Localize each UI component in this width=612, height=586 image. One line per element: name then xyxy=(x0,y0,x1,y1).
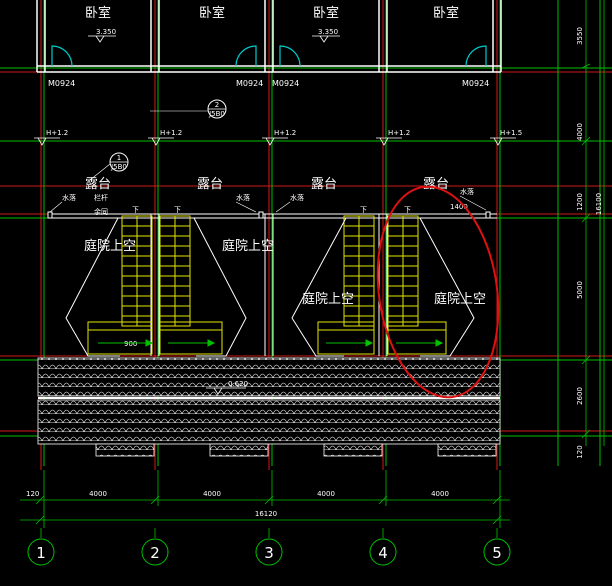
roof-tiles-lower xyxy=(37,399,501,445)
rail-label: 栏杆 xyxy=(94,193,108,202)
top-level-2: 3.350 xyxy=(318,28,338,36)
stairs xyxy=(87,215,447,355)
courtyard-void-label-1: 庭院上空 xyxy=(84,238,136,254)
section-mark-1-ref: J5B0 xyxy=(110,163,127,171)
bottom-dim-1: 120 xyxy=(26,490,39,498)
terrace-label-2: 露台 xyxy=(197,177,223,192)
elevation-mark-5: H+1.5 xyxy=(500,129,522,137)
right-dim-4: 5000 xyxy=(576,281,584,299)
right-dimension-chain xyxy=(581,0,605,446)
right-dim-5: 2600 xyxy=(576,387,584,405)
axis-label-5: 5 xyxy=(492,544,502,562)
down-mark-3: 下 xyxy=(360,206,367,214)
drain-label-2: 水落 xyxy=(236,193,250,202)
elevation-mark-1: H+1.2 xyxy=(46,129,68,137)
courtyard-void-label-3: 庭院上空 xyxy=(302,291,354,307)
drain-label-1: 水落 xyxy=(62,193,76,202)
terrace-walls xyxy=(47,211,497,356)
door-tag-3: M0924 xyxy=(272,79,299,88)
section-mark-2: 2 J5B0 xyxy=(150,99,227,119)
terrace-label-1: 露台 xyxy=(85,177,111,192)
door-tag-2: M0924 xyxy=(236,79,263,88)
right-dim-2: 4000 xyxy=(576,123,584,141)
bottom-dim-2: 4000 xyxy=(89,490,107,498)
green-arrows xyxy=(98,339,444,347)
door-tag-1: M0924 xyxy=(48,79,75,88)
highlight-ellipse xyxy=(376,185,500,399)
elevation-mark-3: H+1.2 xyxy=(274,129,296,137)
door-swings xyxy=(51,45,487,67)
right-dim-total: 16100 xyxy=(595,193,603,215)
small-dim-label: 1400 xyxy=(450,203,468,211)
section-mark-2-number: 2 xyxy=(215,101,219,109)
roof-level-mark xyxy=(206,387,246,395)
drain-label-4: 水落 xyxy=(460,187,474,196)
bottom-dimension-chain xyxy=(20,470,510,528)
axis-label-2: 2 xyxy=(150,544,160,562)
room-label-bedroom-4: 卧室 xyxy=(433,5,459,21)
section-mark-1-number: 1 xyxy=(117,154,121,162)
down-mark-1: 下 xyxy=(132,206,139,214)
axis-label-3: 3 xyxy=(264,544,274,562)
drain-leaders xyxy=(49,195,487,213)
down-mark-2: 下 xyxy=(174,206,181,214)
courtyard-void-outlines xyxy=(65,217,475,357)
top-level-1: 3.350 xyxy=(96,28,116,36)
roof-tiles-upper xyxy=(37,357,501,397)
section-mark-1: 1 J5B0 xyxy=(89,152,129,181)
rail-sub-label: 余同 xyxy=(94,207,108,216)
axis-label-1: 1 xyxy=(36,544,46,562)
bottom-dim-3: 4000 xyxy=(203,490,221,498)
elevation-mark-2: H+1.2 xyxy=(160,129,182,137)
elevation-triangles xyxy=(34,137,516,146)
door-tag-4: M0924 xyxy=(462,79,489,88)
room-label-bedroom-3: 卧室 xyxy=(313,5,339,21)
room-label-bedroom-2: 卧室 xyxy=(199,5,225,21)
room-label-bedroom-1: 卧室 xyxy=(85,5,111,21)
courtyard-void-label-2: 庭院上空 xyxy=(222,238,274,254)
right-dim-1: 3550 xyxy=(576,27,584,45)
terrace-label-3: 露台 xyxy=(311,177,337,192)
axis-bubbles xyxy=(27,538,511,566)
roof-level: 0.620 xyxy=(228,380,248,388)
upper-walls xyxy=(36,0,502,73)
roof-eave-blocks xyxy=(95,443,497,457)
top-level-marks xyxy=(88,35,340,43)
bottom-dim-5: 4000 xyxy=(431,490,449,498)
drain-label-3: 水落 xyxy=(290,193,304,202)
axis-label-4: 4 xyxy=(378,544,388,562)
stair-dim-label: 900 xyxy=(124,340,137,348)
down-mark-4: 下 xyxy=(404,206,411,214)
right-dim-3: 1200 xyxy=(576,193,584,211)
terrace-label-4: 露台 xyxy=(423,177,449,192)
elevation-mark-4: H+1.2 xyxy=(388,129,410,137)
bottom-dim-4: 4000 xyxy=(317,490,335,498)
axis-bubble-leaders xyxy=(40,528,498,538)
section-mark-2-ref: J5B0 xyxy=(208,110,225,118)
courtyard-void-label-4: 庭院上空 xyxy=(434,291,486,307)
right-dim-6: 120 xyxy=(576,445,584,458)
bottom-dim-total: 16120 xyxy=(255,510,277,518)
